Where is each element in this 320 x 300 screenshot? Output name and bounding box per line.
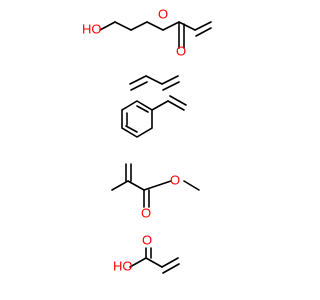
bond [167,100,185,111]
bond [169,95,187,106]
bond [195,27,212,37]
bond [194,21,212,31]
bond [145,257,163,268]
bond [161,257,179,268]
bond [129,257,147,268]
molecule-butadiene [129,75,180,91]
ester-oxygen-label: O [170,172,180,187]
bond [114,21,132,31]
bond [136,105,149,113]
bond [161,75,179,85]
ester-oxygen-label: O [158,6,168,21]
bond [130,81,148,91]
bond [146,21,164,31]
molecule-methyl-methacrylate: O O [111,163,200,220]
bond [162,21,180,31]
bond [125,125,138,133]
hydroxyl-label: HO [82,21,102,36]
bond [162,263,180,274]
hydroxyl-label: HO [113,258,133,273]
bond [178,21,196,31]
molecule-acrylic-acid: HO O [113,232,180,274]
bond [130,21,148,31]
carbonyl-oxygen-label: O [176,43,186,58]
molecule-styrene [121,95,187,138]
bond [151,100,169,111]
carbonyl-oxygen-label: O [141,205,151,220]
bond [129,75,147,85]
bond [162,81,180,91]
bond [143,180,172,191]
bond [111,180,129,191]
bond [99,21,116,31]
carbonyl-oxygen-label: O [142,232,152,247]
molecule-hydroxyethyl-acrylate: HO O O [82,6,212,58]
bond [183,180,200,191]
bond [127,180,145,191]
bond [145,75,163,85]
structure-canvas: HO O O O O [82,6,212,274]
